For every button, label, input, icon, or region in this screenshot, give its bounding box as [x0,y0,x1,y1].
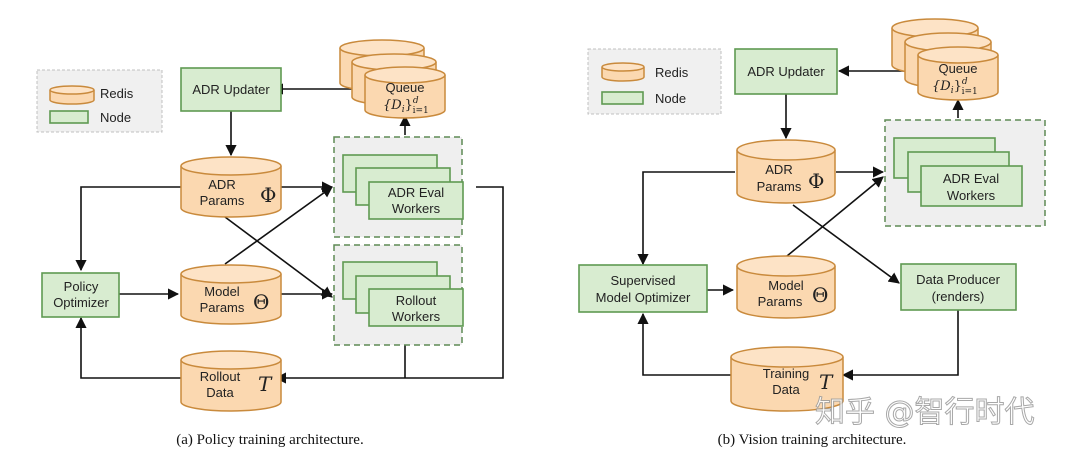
queue-label: Queue [385,80,424,95]
legend-a: Redis Node [36,69,163,133]
watermark: 知乎 @智行时代 [815,395,1035,430]
legend-redis-icon [49,85,95,105]
adr-updater-node[interactable]: ADR Updater [180,67,282,112]
edge-trainingdata-to-optimizer [637,312,731,376]
model-params-redis[interactable]: Model Params Θ [736,255,836,319]
training-data-line2: Data [772,382,800,397]
caption-a: (a) Policy training architecture. [176,432,363,448]
edge-modelparams-to-evalworkers [224,186,333,265]
adr-params-line2: Params [200,193,245,208]
phi-symbol: Φ [808,169,824,193]
rollout-workers-group[interactable]: Rollout Workers [333,244,464,346]
edge-dataproducer-to-trainingdata [841,310,959,381]
policy-optimizer-node[interactable]: Policy Optimizer [41,272,120,318]
rollout-workers-line1: Rollout [396,293,437,308]
edge-rolloutdata-to-optimizer [75,316,181,379]
theta-symbol: Θ [253,290,269,314]
adr-eval-workers-line1: ADR Eval [943,171,999,186]
model-params-line1: Model [768,278,804,293]
queue-cylinder-front [364,66,446,119]
legend-node-icon [601,91,644,105]
data-producer-node[interactable]: Data Producer (renders) [900,263,1017,311]
policy-optimizer-line2: Optimizer [53,295,109,310]
diagram-a: Redis Node ADR Updater [36,39,504,448]
legend-redis-icon [601,62,645,82]
legend-node-label: Node [655,91,686,106]
model-params-redis[interactable]: Model Params Θ [180,264,282,325]
legend-redis-label: Redis [100,86,134,101]
edge-adrparams-to-optimizer [75,186,181,272]
training-data-redis[interactable]: Training Data T [730,346,844,412]
legend-node-label: Node [100,110,131,125]
rollout-data-line1: Rollout [200,369,241,384]
theta-symbol: Θ [812,283,828,307]
adr-eval-workers-line2: Workers [947,188,996,203]
model-params-line1: Model [204,284,240,299]
t-symbol: T [819,370,834,394]
edges-b [637,65,964,381]
adr-params-line1: ADR [208,177,235,192]
policy-optimizer-line1: Policy [64,279,99,294]
edge-adrparams-to-dataproducer [792,204,900,284]
edges-a [75,83,504,384]
training-data-line1: Training [763,366,809,381]
supervised-optimizer-line1: Supervised [610,273,675,288]
edge-evalworkers-to-rolloutdata [274,186,504,384]
model-params-line2: Params [200,300,245,315]
queue-label: Queue [938,61,977,76]
adr-updater-label: ADR Updater [192,82,270,97]
rollout-data-redis[interactable]: Rollout Data T [180,350,282,412]
rollout-workers-line2: Workers [392,309,441,324]
adr-params-line1: ADR [765,162,792,177]
model-params-line2: Params [758,294,803,309]
edge-adrparams-to-optimizer [637,171,735,266]
legend-redis-label: Redis [655,65,689,80]
adr-updater-label: ADR Updater [747,64,825,79]
adr-eval-workers-group[interactable]: ADR Eval Workers [333,136,464,238]
phi-symbol: Φ [260,183,276,207]
edge-modelparams-to-evalworkers [786,176,884,257]
legend-b: Redis Node [587,48,722,115]
t-symbol: T [258,372,273,396]
supervised-optimizer-node[interactable]: Supervised Model Optimizer [578,264,708,313]
adr-params-redis[interactable]: ADR Params Φ [736,139,836,204]
adr-params-line2: Params [757,179,802,194]
legend-node-icon [49,110,89,124]
adr-eval-workers-group[interactable]: ADR Eval Workers [884,119,1046,227]
adr-params-redis[interactable]: ADR Params Φ [180,156,282,218]
adr-updater-node[interactable]: ADR Updater [734,48,838,95]
data-producer-line2: (renders) [932,289,985,304]
adr-eval-workers-line1: ADR Eval [388,185,444,200]
queue-cylinder-front [917,46,999,101]
caption-b: (b) Vision training architecture. [718,432,907,448]
diagram-b: Redis Node ADR Updater [578,18,1046,448]
edge-adrparams-to-rollout [224,216,333,298]
supervised-optimizer-line2: Model Optimizer [596,290,691,305]
rollout-data-line2: Data [206,385,234,400]
adr-eval-workers-line2: Workers [392,201,441,216]
data-producer-line1: Data Producer [916,272,1000,287]
